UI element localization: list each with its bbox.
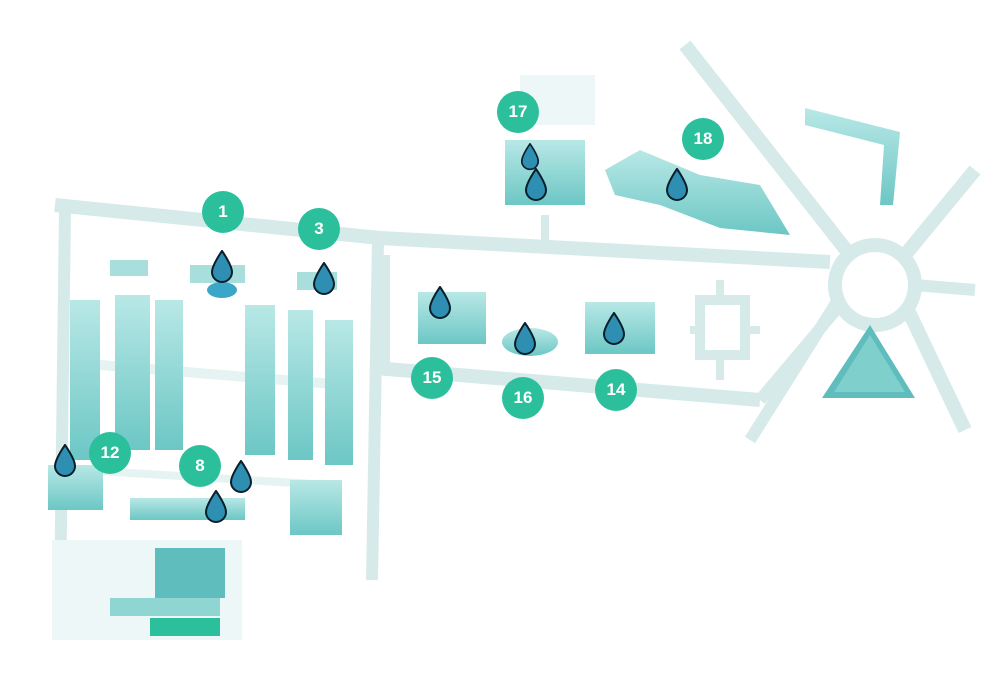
water-drop-icon[interactable] xyxy=(312,262,336,296)
building-badge-14[interactable]: 14 xyxy=(595,369,637,411)
water-drop-icon[interactable] xyxy=(428,286,452,320)
building-badge-16[interactable]: 16 xyxy=(502,377,544,419)
water-drop-icon[interactable] xyxy=(513,322,537,356)
building-badge-3[interactable]: 3 xyxy=(298,208,340,250)
water-drop-icon[interactable] xyxy=(204,490,228,524)
buildings xyxy=(48,108,915,636)
building-badge-12[interactable]: 12 xyxy=(89,432,131,474)
water-drop-icon[interactable] xyxy=(229,460,253,494)
building-badge-18[interactable]: 18 xyxy=(682,118,724,160)
building-badge-8[interactable]: 8 xyxy=(179,445,221,487)
building-badge-17[interactable]: 17 xyxy=(497,91,539,133)
building-badge-15[interactable]: 15 xyxy=(411,357,453,399)
building-badge-1[interactable]: 1 xyxy=(202,191,244,233)
water-drop-icon[interactable] xyxy=(210,250,234,284)
